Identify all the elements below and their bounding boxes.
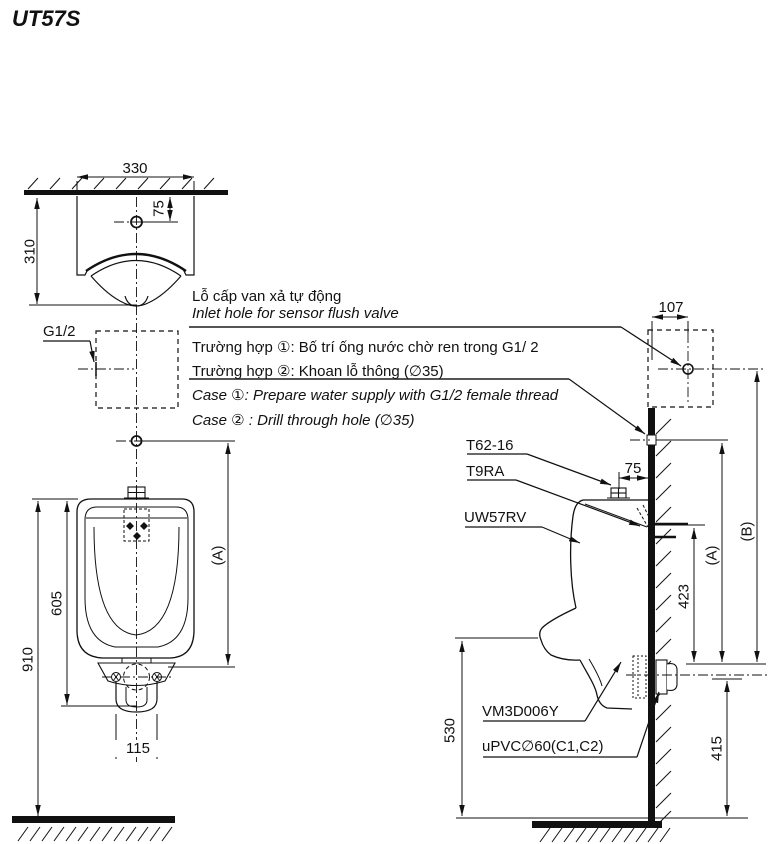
front-view-drawing [12,435,235,842]
dim-top-inlet-offset: 75 [150,200,168,217]
dim-side-rim-to-outlet: 423 [675,583,693,610]
dim-front-trap-width: 115 [111,740,165,757]
dim-side-lip-height: 530 [441,717,459,744]
dim-top-depth: 310 [21,238,39,265]
top-view-drawing [24,174,228,762]
dim-side-inlet-wall-offset: 107 [658,299,684,316]
note-leader-lines [189,326,682,435]
part-body-label: UW57RV [464,509,527,526]
dim-a-side: (A) [703,545,721,566]
dim-side-bracket-offset: 75 [624,460,642,477]
note-inlet-vi: Lỗ cấp van xả tự động [192,288,342,305]
note-case2-en: Case ② : Drill through hole (∅35) [192,412,415,429]
dim-b-side: (B) [738,521,756,542]
dim-front-body-height: 605 [48,590,66,617]
note-case1-en: Case ①: Prepare water supply with G1/2 f… [192,387,559,404]
dim-side-outlet-height: 415 [708,735,726,762]
part-bracket-label: T62-16 [466,437,514,454]
note-inlet-en: Inlet hole for sensor flush valve [192,305,399,322]
dim-front-overall-height: 910 [19,646,37,673]
note-case1-vi: Trường hợp ①: Bố trí ống nước chờ ren tr… [192,339,539,356]
model-title: UT57S [12,6,81,31]
dim-top-width: 330 [122,160,148,177]
part-pipe-label: uPVC∅60(C1,C2) [482,738,604,755]
dim-a-front: (A) [209,545,227,566]
thread-label: G1/2 [43,323,76,340]
note-case2-vi: Trường hợp ②: Khoan lỗ thông (∅35) [192,363,444,380]
part-spreader-label: T9RA [466,463,505,480]
side-view-drawing [455,314,768,843]
inlet-template-box [43,330,179,409]
part-trap-label: VM3D006Y [482,703,559,720]
